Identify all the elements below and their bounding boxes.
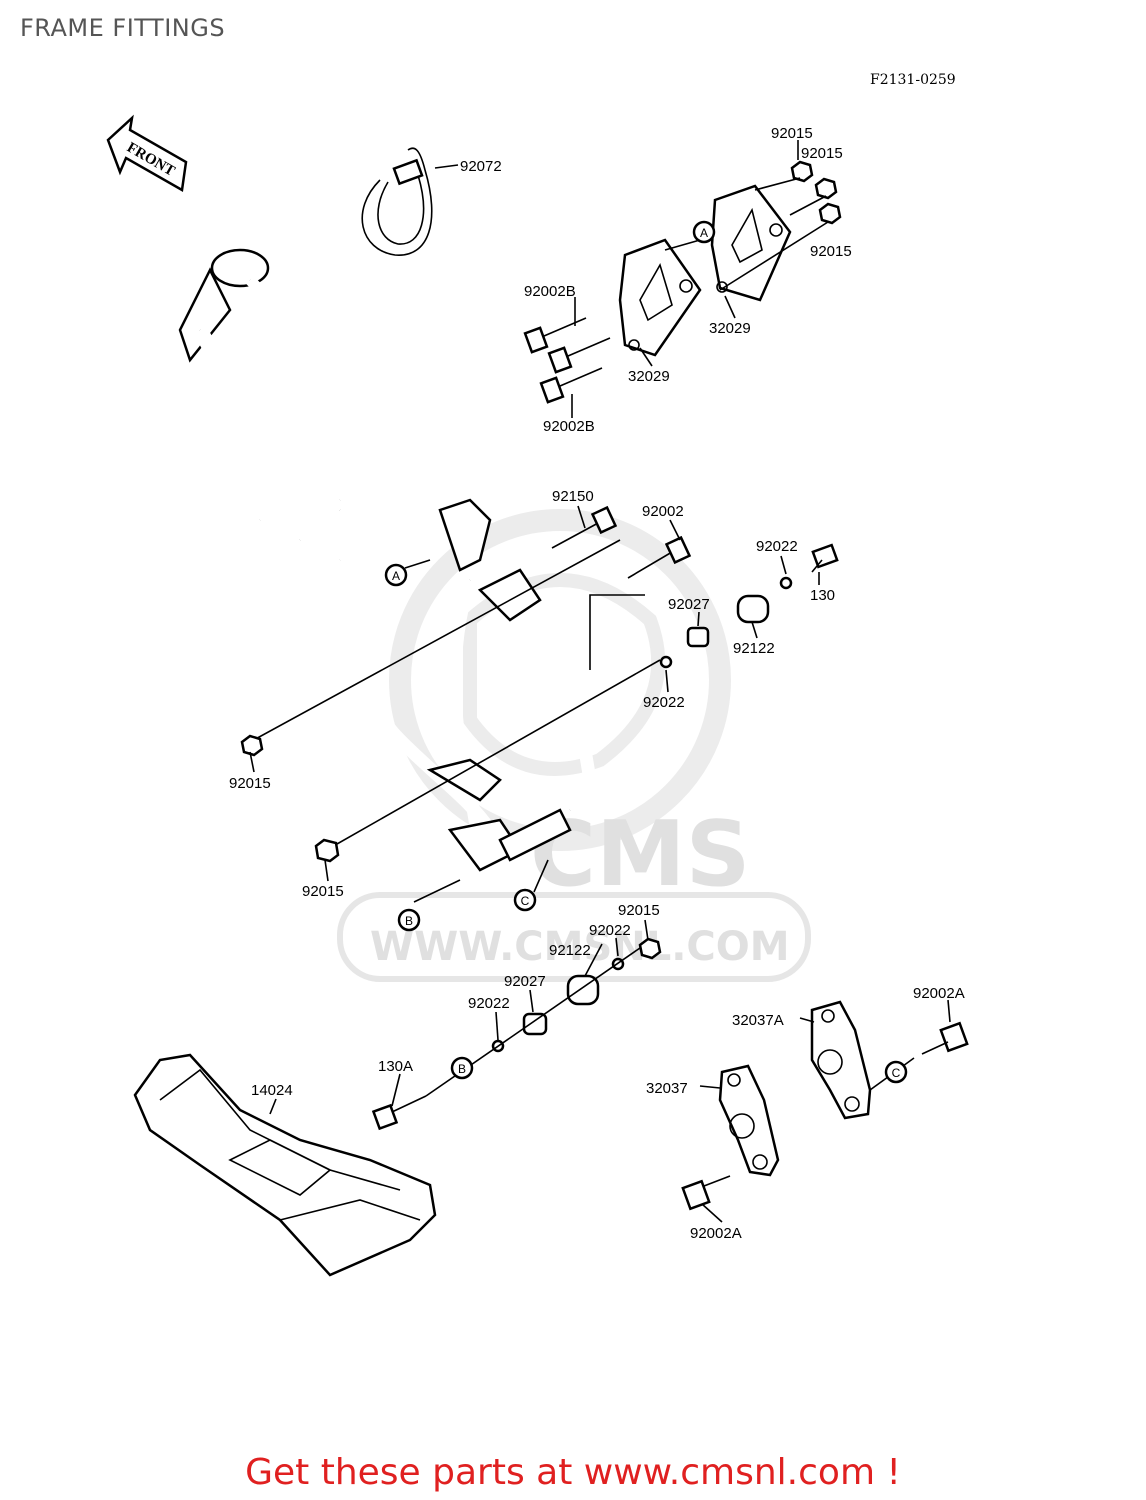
label-92002a-right: 92002A bbox=[913, 985, 965, 1002]
svg-text:C: C bbox=[521, 894, 530, 908]
label-92002: 92002 bbox=[642, 503, 684, 520]
small-parts-lower bbox=[371, 937, 662, 1131]
label-92015-mid: 92015 bbox=[618, 902, 660, 919]
ref-a-top: A bbox=[692, 220, 716, 244]
ref-c-lower: C bbox=[884, 1060, 908, 1084]
diagram-code: F2131-0259 bbox=[870, 72, 956, 88]
strap-92072 bbox=[361, 147, 459, 256]
label-92002a-bottom: 92002A bbox=[690, 1225, 742, 1242]
label-92150: 92150 bbox=[552, 488, 594, 505]
parts-diagram: CMS WWW.CMSNL.COM FRONT bbox=[106, 114, 969, 1277]
label-14024: 14024 bbox=[251, 1082, 293, 1099]
label-92027-a: 92027 bbox=[668, 596, 710, 613]
svg-text:A: A bbox=[392, 569, 400, 583]
bracket-32029-pair bbox=[523, 160, 842, 404]
watermark-url: WWW.CMSNL.COM bbox=[370, 924, 790, 970]
label-32037a: 32037A bbox=[732, 1012, 784, 1029]
label-92015-top-2: 92015 bbox=[801, 145, 843, 162]
front-arrow-icon: FRONT bbox=[106, 114, 188, 192]
label-92022-d: 92022 bbox=[468, 995, 510, 1012]
ref-c-frame: C bbox=[513, 888, 537, 912]
small-parts-right bbox=[659, 543, 839, 669]
label-92002b-bottom: 92002B bbox=[543, 418, 595, 435]
watermark-brand: CMS bbox=[530, 802, 750, 907]
page-title: FRAME FITTINGS bbox=[20, 14, 226, 42]
label-92015-low: 92015 bbox=[302, 883, 344, 900]
label-32029-right: 32029 bbox=[709, 320, 751, 337]
label-92072: 92072 bbox=[460, 158, 502, 175]
links-32037 bbox=[681, 1000, 969, 1211]
label-32029-left: 32029 bbox=[628, 368, 670, 385]
label-92015-top-3: 92015 bbox=[810, 243, 852, 260]
svg-text:B: B bbox=[405, 914, 413, 928]
label-92122-b: 92122 bbox=[549, 942, 591, 959]
bolts-middle bbox=[240, 505, 692, 863]
svg-text:C: C bbox=[892, 1066, 901, 1080]
label-92015-top-1: 92015 bbox=[771, 125, 813, 142]
watermark: CMS WWW.CMSNL.COM bbox=[337, 509, 811, 982]
ref-b-lower: B bbox=[450, 1056, 474, 1080]
frame-main bbox=[178, 248, 597, 887]
label-92022-c: 92022 bbox=[589, 922, 631, 939]
skid-plate-14024 bbox=[133, 1053, 437, 1277]
ref-b-frame: B bbox=[397, 908, 421, 932]
label-92002b-top: 92002B bbox=[524, 283, 576, 300]
label-130: 130 bbox=[810, 587, 835, 604]
footer-link[interactable]: Get these parts at www.cmsnl.com ! bbox=[245, 1452, 901, 1493]
label-92015-left: 92015 bbox=[229, 775, 271, 792]
label-92122-a: 92122 bbox=[733, 640, 775, 657]
label-130a: 130A bbox=[378, 1058, 413, 1075]
svg-text:A: A bbox=[700, 226, 708, 240]
leader-lines bbox=[249, 140, 951, 1223]
label-92027-b: 92027 bbox=[504, 973, 546, 990]
svg-text:B: B bbox=[458, 1062, 466, 1076]
label-32037: 32037 bbox=[646, 1080, 688, 1097]
ref-a-frame: A bbox=[384, 563, 408, 587]
label-92022-a: 92022 bbox=[756, 538, 798, 555]
label-92022-b: 92022 bbox=[643, 694, 685, 711]
